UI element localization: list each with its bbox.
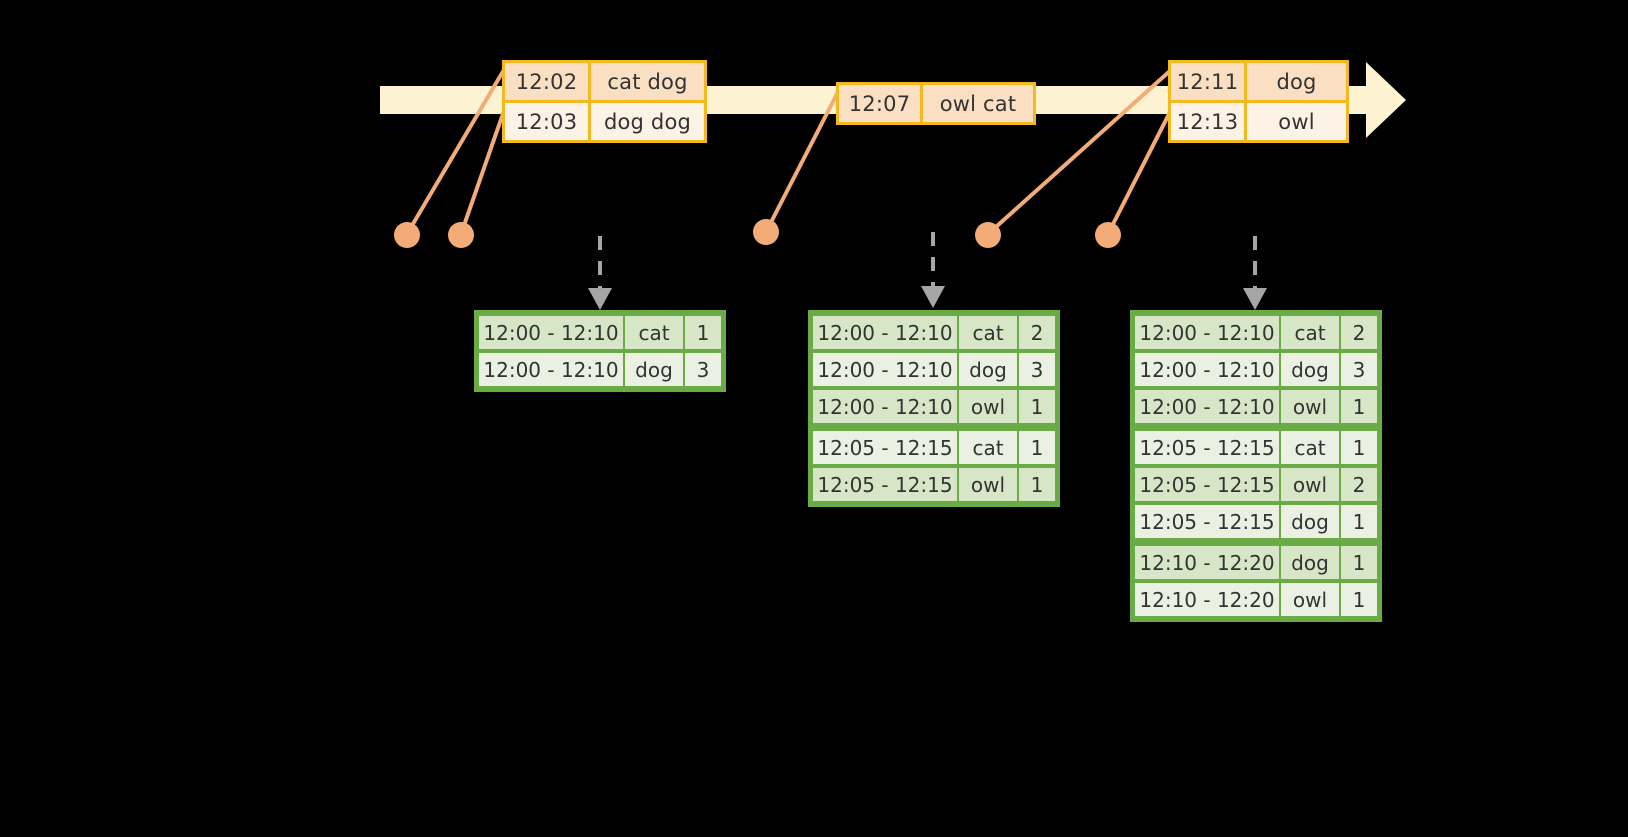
event-value: owl cat <box>923 85 1033 122</box>
key-cell: cat <box>959 316 1017 349</box>
window-cell: 12:00 - 12:10 <box>813 390 957 423</box>
key-cell: owl <box>959 468 1017 501</box>
key-cell: dog <box>1281 505 1339 538</box>
event-time: 12:02 <box>505 63 591 100</box>
window-cell: 12:05 - 12:15 <box>1135 431 1279 464</box>
event-group-3: 12:11 dog 12:13 owl <box>1168 60 1349 143</box>
event-group-2: 12:07 owl cat <box>836 82 1036 125</box>
key-cell: cat <box>959 431 1017 464</box>
window-cell: 12:05 - 12:15 <box>813 431 957 464</box>
window-cell: 12:00 - 12:10 <box>479 353 623 386</box>
key-cell: owl <box>1281 390 1339 423</box>
key-cell: cat <box>1281 316 1339 349</box>
event-value: dog dog <box>591 103 704 140</box>
connector-dot <box>753 219 779 245</box>
count-cell: 3 <box>685 353 721 386</box>
connector-dot <box>1095 222 1121 248</box>
window-cell: 12:05 - 12:15 <box>1135 505 1279 538</box>
window-cell: 12:05 - 12:15 <box>813 468 957 501</box>
event-row: 12:13 owl <box>1171 100 1346 140</box>
count-cell: 1 <box>1341 583 1377 616</box>
connector-dot <box>394 222 420 248</box>
event-value: owl <box>1247 103 1346 140</box>
count-cell: 2 <box>1341 468 1377 501</box>
count-cell: 1 <box>1019 468 1055 501</box>
count-cell: 1 <box>1019 390 1055 423</box>
event-value: cat dog <box>591 63 704 100</box>
count-cell: 1 <box>685 316 721 349</box>
event-row: 12:03 dog dog <box>505 100 704 140</box>
count-cell: 3 <box>1341 353 1377 386</box>
connector-dot <box>975 222 1001 248</box>
key-cell: dog <box>1281 353 1339 386</box>
timeline-arrow-head-icon <box>1366 62 1406 138</box>
event-time: 12:03 <box>505 103 591 140</box>
event-row: 12:11 dog <box>1171 63 1346 100</box>
window-cell: 12:00 - 12:10 <box>479 316 623 349</box>
event-group-1: 12:02 cat dog 12:03 dog dog <box>502 60 707 143</box>
count-cell: 3 <box>1019 353 1055 386</box>
key-cell: cat <box>1281 431 1339 464</box>
window-cell: 12:00 - 12:10 <box>813 353 957 386</box>
count-cell: 1 <box>1341 431 1377 464</box>
key-cell: owl <box>959 390 1017 423</box>
key-cell: dog <box>959 353 1017 386</box>
event-row: 12:02 cat dog <box>505 63 704 100</box>
event-row: 12:07 owl cat <box>839 85 1033 122</box>
window-cell: 12:05 - 12:15 <box>1135 468 1279 501</box>
count-cell: 1 <box>1341 546 1377 579</box>
key-cell: owl <box>1281 468 1339 501</box>
connector-dot <box>448 222 474 248</box>
event-time: 12:07 <box>839 85 923 122</box>
window-cell: 12:00 - 12:10 <box>1135 390 1279 423</box>
window-cell: 12:00 - 12:10 <box>813 316 957 349</box>
count-cell: 2 <box>1341 316 1377 349</box>
window-cell: 12:10 - 12:20 <box>1135 546 1279 579</box>
key-cell: dog <box>1281 546 1339 579</box>
count-cell: 2 <box>1019 316 1055 349</box>
count-cell: 1 <box>1341 390 1377 423</box>
event-time: 12:11 <box>1171 63 1247 100</box>
window-cell: 12:10 - 12:20 <box>1135 583 1279 616</box>
key-cell: dog <box>625 353 683 386</box>
count-cell: 1 <box>1019 431 1055 464</box>
window-cell: 12:00 - 12:10 <box>1135 353 1279 386</box>
event-time: 12:13 <box>1171 103 1247 140</box>
count-cell: 1 <box>1341 505 1377 538</box>
event-value: dog <box>1247 63 1346 100</box>
window-cell: 12:00 - 12:10 <box>1135 316 1279 349</box>
key-cell: cat <box>625 316 683 349</box>
key-cell: owl <box>1281 583 1339 616</box>
